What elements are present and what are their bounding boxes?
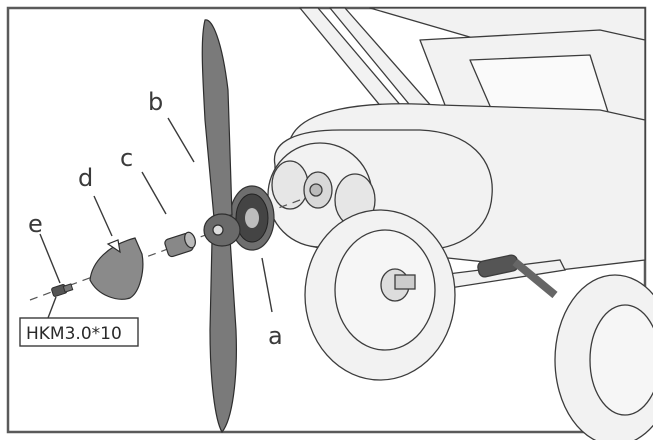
leader-e (39, 233, 61, 284)
leader-b (167, 117, 195, 163)
motor-shaft (309, 183, 323, 197)
aircraft-fuselage (267, 7, 646, 271)
propeller-lower-blade (209, 237, 237, 434)
part-b-propeller (201, 19, 241, 434)
label-a: a (268, 322, 283, 350)
label-e: e (28, 210, 43, 238)
part-c-adapter (164, 231, 196, 258)
part-e-screw (51, 283, 74, 297)
right-wheel-inner (589, 304, 653, 416)
axle-clip (394, 274, 416, 290)
leader-d (93, 195, 113, 237)
cowling-opening-left (271, 160, 309, 210)
label-c: c (120, 144, 133, 172)
propeller-upper-blade (201, 19, 233, 219)
leader-a (261, 257, 273, 313)
leader-c (141, 171, 167, 215)
screw-callout-text: HKM3.0*10 (26, 324, 122, 344)
leader-lines (39, 117, 273, 319)
screw-callout-box (19, 317, 139, 347)
part-d-spinner (89, 237, 144, 300)
landing-gear (304, 209, 653, 445)
leader-screw (47, 296, 57, 319)
label-b: b (148, 88, 163, 116)
part-a-backplate (229, 185, 275, 251)
shock-spring (512, 258, 558, 299)
label-d: d (78, 164, 93, 192)
